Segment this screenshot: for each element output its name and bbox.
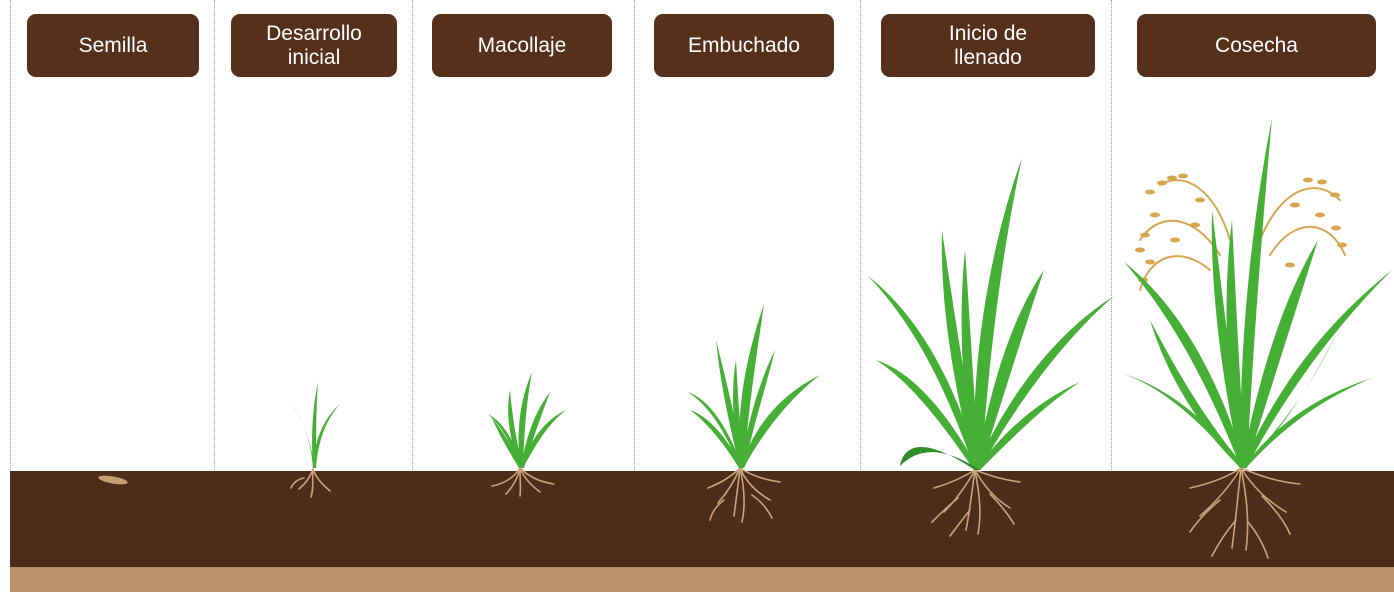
roots-cosecha <box>1190 468 1300 558</box>
plant-cosecha <box>1118 118 1392 468</box>
roots-embuchado <box>708 468 780 522</box>
roots-desarrollo-inicial <box>291 469 330 497</box>
plant-embuchado <box>688 304 820 468</box>
roots-group <box>291 468 1300 558</box>
plant-inicio-de-llenado <box>868 158 1114 470</box>
roots-macollaje <box>492 468 554 496</box>
grain-panicles <box>1140 180 1345 290</box>
plant-macollaje <box>488 372 566 468</box>
seed-icon <box>98 474 129 486</box>
leaves-group <box>284 118 1392 470</box>
plant-desarrollo-inicial <box>284 382 340 468</box>
roots-inicio-de-llenado <box>932 470 1020 536</box>
